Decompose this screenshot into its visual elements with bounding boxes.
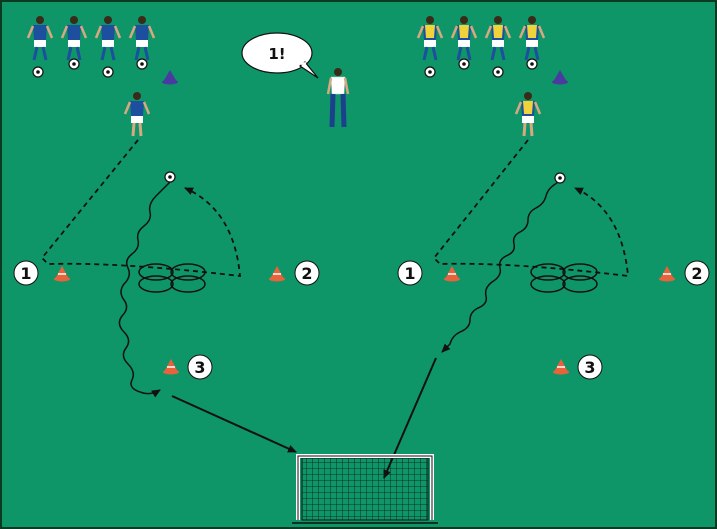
cone-label-text: 3 [194,358,205,377]
ball-icon [493,67,503,77]
cone-label-text: 1 [404,264,415,283]
cone-label-text: 3 [584,358,595,377]
cone-label-text: 1 [20,264,31,283]
cone-label-2: 2 [295,261,319,285]
cone-label-text: 2 [301,264,312,283]
ball-icon [137,59,147,69]
ball-icon [527,59,537,69]
cone-label-3: 3 [188,355,212,379]
ball-icon [555,173,565,183]
goal-icon [292,456,438,523]
ball-icon [165,172,175,182]
ball-icon [425,67,435,77]
cone-label-2: 2 [685,261,709,285]
cone-label-3: 3 [578,355,602,379]
cone-label-1: 1 [14,261,38,285]
callout-text: 1! [268,45,285,63]
cone-label-1: 1 [398,261,422,285]
cone-label-text: 2 [691,264,702,283]
ball-icon [33,67,43,77]
ball-icon [69,59,79,69]
ball-icon [459,59,469,69]
ball-icon [103,67,113,77]
